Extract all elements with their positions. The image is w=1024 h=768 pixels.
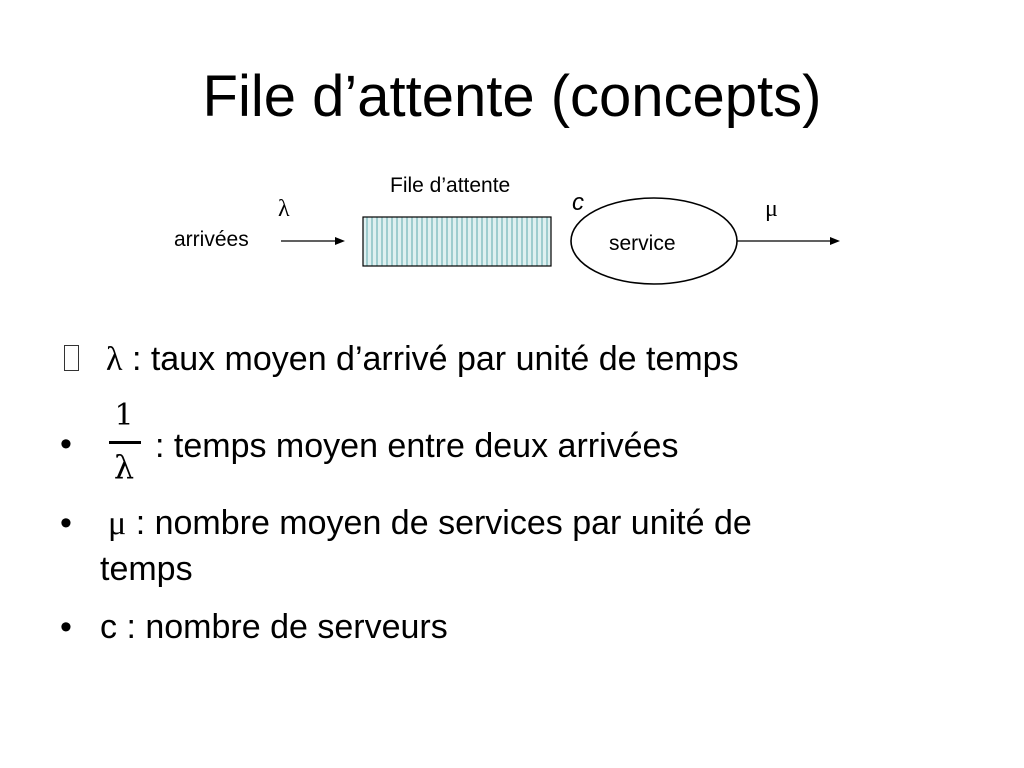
bullet-service-rate-continuation: temps <box>100 550 193 588</box>
lambda-symbol: λ <box>106 341 123 378</box>
queue-buffer <box>362 216 552 267</box>
fraction-numerator: 1 <box>114 398 134 433</box>
bullet-arrival-rate: λ : taux moyen d’arrivé par unité de tem… <box>106 339 739 380</box>
bullet-marker: • <box>60 608 72 646</box>
fraction-denominator: λ <box>113 448 135 486</box>
service-label: service <box>609 232 676 255</box>
queue-label: File d’attente <box>390 174 510 197</box>
bullet-marker: • <box>60 425 72 463</box>
arrivals-label: arrivées <box>174 228 249 251</box>
bullet-service-rate: μ : nombre moyen de services par unité d… <box>108 503 752 544</box>
bullet-marker: • <box>60 504 72 542</box>
slide-title: File d’attente (concepts) <box>202 64 822 129</box>
mu-symbol: μ <box>108 505 127 542</box>
servers-symbol: c <box>572 189 584 216</box>
bullet-text: : nombre moyen de services par unité de <box>135 504 752 542</box>
fraction-one-over-lambda: 1 λ <box>106 398 142 490</box>
bullet-servers-count: c : nombre de serveurs <box>100 608 448 646</box>
lambda-symbol: λ <box>278 196 290 222</box>
bullet-interarrival-time: : temps moyen entre deux arrivées <box>155 427 679 465</box>
fraction-bar <box>109 441 141 444</box>
queue-diagram: File d’attente λ c μ arrivées service <box>174 174 840 285</box>
mu-symbol: μ <box>765 196 778 222</box>
departure-arrow <box>737 237 840 245</box>
missing-glyph-icon <box>64 345 79 371</box>
bullet-text: : taux moyen d’arrivé par unité de temps <box>131 340 739 378</box>
arrival-arrow <box>281 237 345 245</box>
